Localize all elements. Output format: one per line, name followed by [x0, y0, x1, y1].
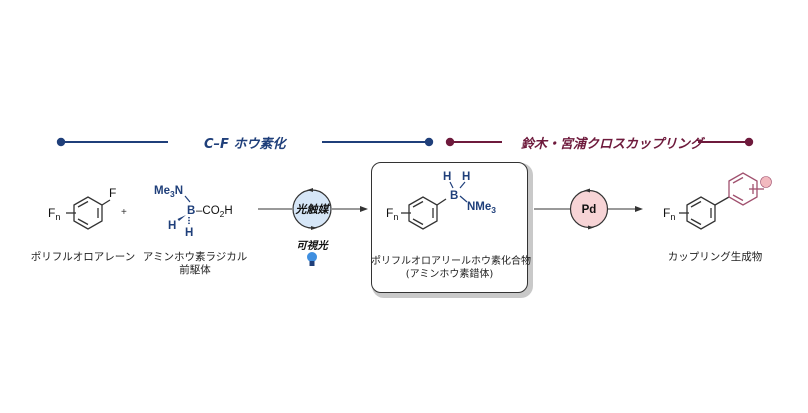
- pd-step-arrow: [534, 188, 643, 230]
- fluoroaryl-ring: [686, 196, 716, 230]
- polyfluoroarene-structure: [66, 196, 111, 230]
- boron-atom: B: [450, 190, 458, 202]
- coupling-phase-line: [445, 137, 754, 147]
- aromatic-bond: [77, 218, 89, 226]
- borylation-start-dot: [56, 137, 66, 147]
- cycle-arrow-head: [311, 226, 317, 230]
- photocatalyst-label: 光触媒: [295, 203, 331, 216]
- coupling-product-caption: カップリング生成物: [667, 251, 763, 263]
- intermediate-caption-line2: (アミンホウ素錯体): [405, 269, 494, 280]
- c-b-bond: [436, 198, 447, 206]
- visible-light-label: 可視光: [296, 239, 329, 252]
- me3n-group: Me3N: [154, 185, 183, 199]
- biaryl-product-structure: [679, 172, 764, 230]
- cycle-arrow-head: [307, 188, 313, 192]
- benzene-ring: [73, 196, 103, 230]
- cycle-arrow-head: [588, 225, 594, 230]
- photocatalyst-step-arrow: [258, 188, 368, 230]
- light-bulb-icon: [307, 252, 317, 266]
- coupling-end-dot: [744, 137, 754, 147]
- radical-precursor-caption-line2: 前駆体: [179, 264, 211, 276]
- benzene-ring: [408, 196, 438, 230]
- borylation-end-dot: [424, 137, 434, 147]
- hydrogen-atom: H: [185, 227, 193, 239]
- radical-precursor-caption-line1: アミンホウ素ラジカル: [142, 251, 248, 263]
- coupling-partner-ring: [728, 172, 758, 206]
- arrow-head: [360, 206, 368, 212]
- c-f-bond: [101, 199, 111, 206]
- aromatic-bond: [412, 218, 424, 226]
- amine-borane-precursor-structure: Me3N B –CO2H H H: [154, 185, 233, 239]
- carboxylic-acid-group: –CO2H: [196, 205, 233, 219]
- nme3-group: NMe3: [467, 201, 496, 215]
- fn-label: Fn: [386, 206, 398, 222]
- aromatic-bond: [732, 194, 744, 202]
- intermediate-caption-line1: ポリフルオロアリールホウ素化合物: [371, 256, 531, 267]
- boron-atom: B: [187, 205, 195, 217]
- aromatic-bond: [690, 218, 702, 226]
- coupling-partner-ring-group: [728, 172, 764, 206]
- aryl-amine-borane-structure: [401, 196, 447, 230]
- plus-sign: +: [121, 207, 127, 218]
- biaryl-bond: [714, 196, 730, 206]
- cycle-arrow-head: [584, 188, 590, 193]
- polyfluoroarene-caption: ポリフルオロアレーン: [30, 251, 136, 263]
- aromatic-bond: [412, 200, 424, 208]
- aromatic-bond: [690, 200, 702, 208]
- wedge-bond: [177, 215, 186, 221]
- pd-catalyst-label: Pd: [582, 204, 597, 216]
- fluorine-atom: F: [109, 186, 116, 200]
- coupling-phase-label: 鈴木・宮浦クロスカップリング: [521, 137, 704, 152]
- fn-label: Fn: [48, 206, 60, 222]
- intermediate-highlight-box: [371, 162, 528, 293]
- borylation-phase-label: C–F ホウ素化: [204, 137, 286, 152]
- coupling-start-dot: [445, 137, 455, 147]
- hydrogen-atom: H: [443, 171, 451, 183]
- hydrogen-atom: H: [168, 220, 176, 232]
- fn-label: Fn: [663, 206, 675, 222]
- borylation-phase-line: [56, 137, 434, 147]
- substituent-dot: [760, 176, 772, 188]
- hydrogen-atom: H: [462, 171, 470, 183]
- arrow-head: [635, 206, 643, 212]
- aromatic-bond: [77, 200, 89, 208]
- aromatic-bond: [732, 176, 744, 184]
